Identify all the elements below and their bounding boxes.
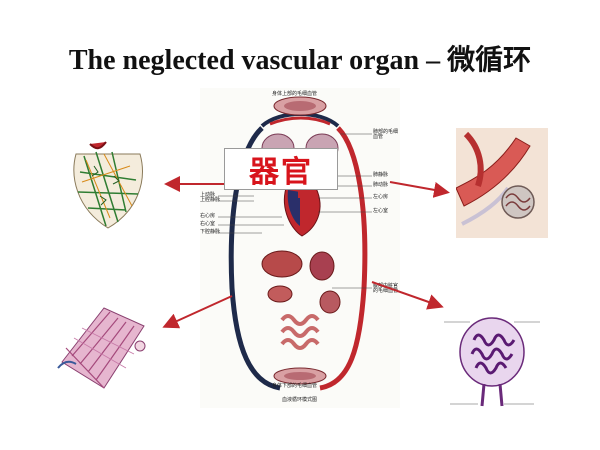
label-pulmonary-capillaries: 肺部的毛细血管 bbox=[373, 129, 399, 140]
diagram-caption: 血液循环模式图 bbox=[282, 397, 318, 403]
label-lower-capillaries: 身体下部的毛细血管 bbox=[272, 383, 318, 389]
muscle-tissue-thumbnail bbox=[52, 302, 154, 392]
vessel-capillary-thumbnail bbox=[456, 128, 548, 238]
circulation-diagram: 身体上部的毛细血管 上动脉 上腔静脉 右心房 右心室 下腔静脉 肺部的毛细血管 … bbox=[200, 88, 400, 408]
label-artery: 上动脉 bbox=[200, 192, 216, 198]
label-right-ventricle: 右心室 bbox=[200, 221, 216, 227]
heart-vessels-thumbnail bbox=[66, 136, 152, 232]
label-right-atrium: 右心房 bbox=[200, 213, 216, 219]
label-pulmonary-vein: 肺静脉 bbox=[373, 172, 389, 178]
slide-title: The neglected vascular organ – 微循环 bbox=[68, 45, 532, 76]
organ-label-box: 器官 bbox=[224, 148, 338, 190]
arrow-lower-left bbox=[162, 295, 233, 329]
arrow-upper-right bbox=[389, 181, 450, 198]
glomerulus-thumbnail bbox=[444, 300, 540, 412]
label-upper-capillaries: 身体上部的毛细血管 bbox=[272, 91, 318, 97]
label-left-atrium: 左心房 bbox=[373, 194, 389, 200]
arrow-lower-right bbox=[371, 281, 444, 310]
label-left-ventricle: 左心室 bbox=[373, 208, 389, 214]
circulation-illustration bbox=[218, 96, 372, 391]
label-pulmonary-artery: 肺动脉 bbox=[373, 182, 389, 188]
label-superior-vena-cava: 上腔静脉 bbox=[200, 197, 221, 203]
label-inferior-vena-cava: 下腔静脉 bbox=[200, 229, 221, 235]
